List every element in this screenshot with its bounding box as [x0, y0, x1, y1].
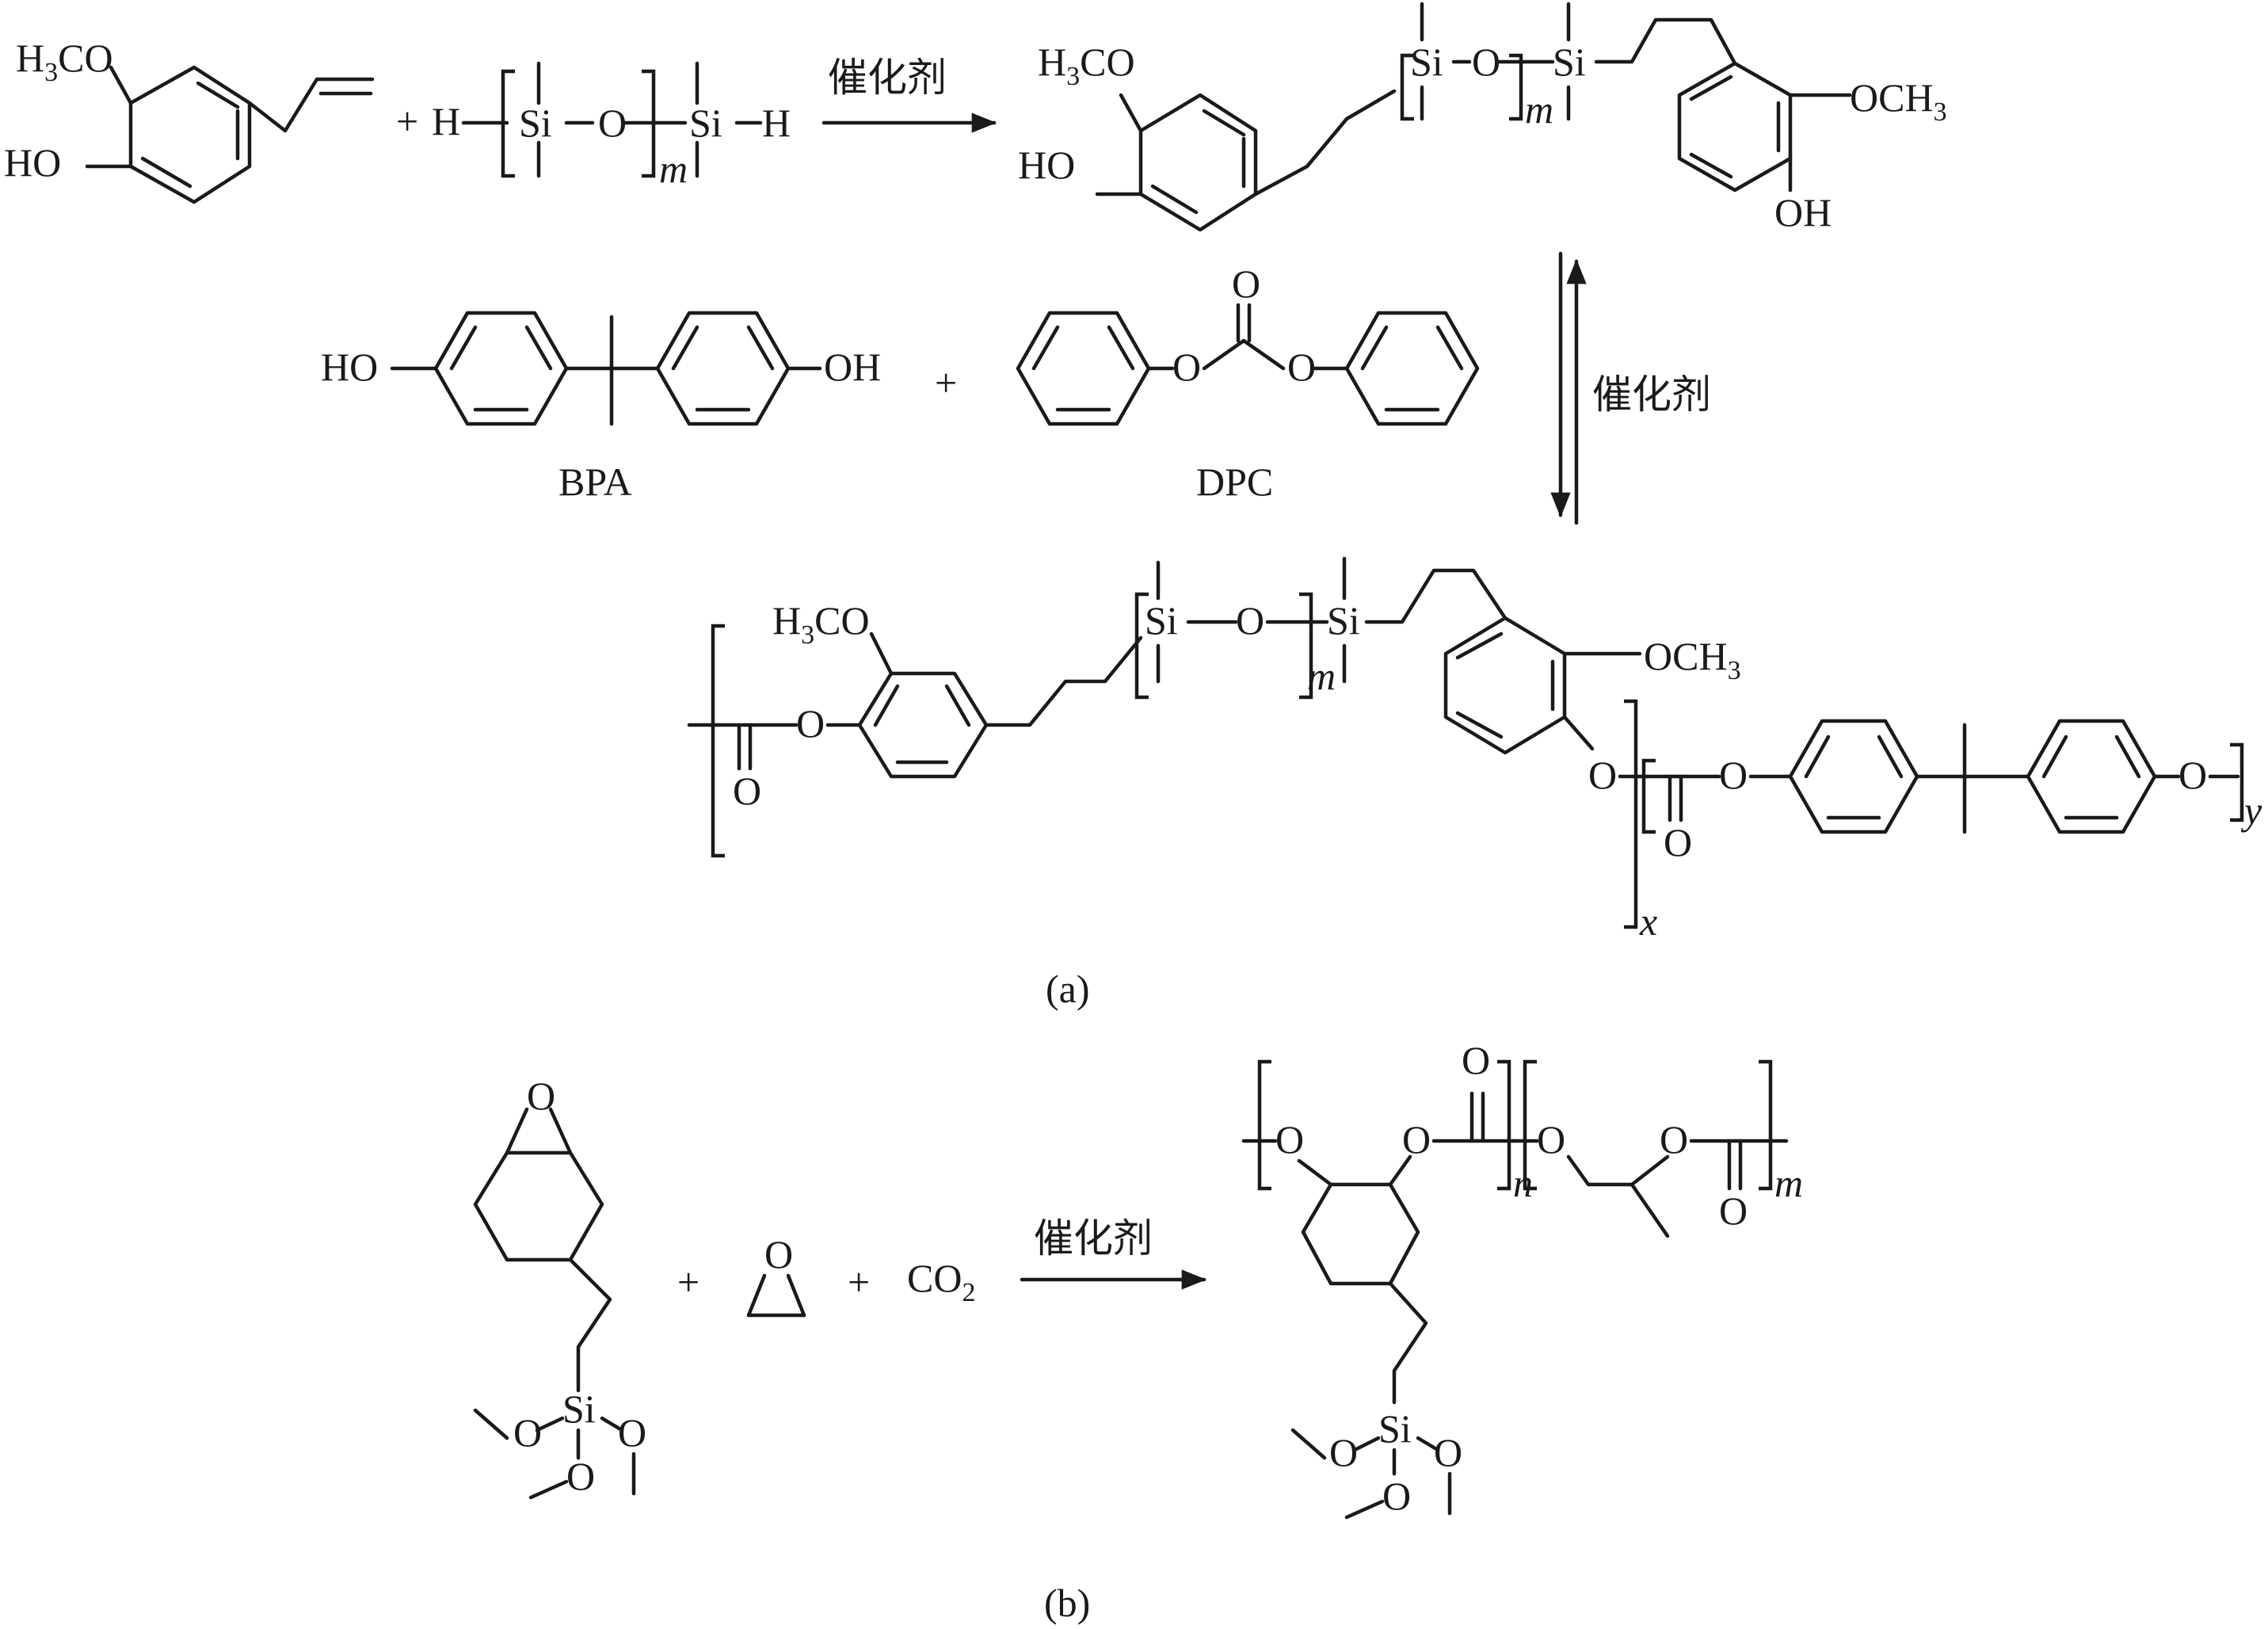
oxygen-label: O — [1588, 753, 1617, 797]
plus-sign: + — [677, 1260, 699, 1304]
oxygen-label: O — [618, 1410, 646, 1455]
plus-sign: + — [935, 361, 957, 405]
hydroxy-label: OH — [1774, 190, 1832, 235]
plus-sign: + — [848, 1260, 870, 1304]
eugenol-molecule: H3CO HO — [4, 36, 375, 204]
oxygen-label: O — [1172, 345, 1201, 389]
polycondensation-arrows: 催化剂 — [1550, 251, 1711, 525]
hydroxy-label: HO — [4, 140, 61, 185]
carbon-dioxide-label: CO2 — [907, 1256, 975, 1307]
oxygen-label: O — [1660, 1117, 1688, 1162]
si-label: Si — [1553, 40, 1586, 84]
oxygen-label: O — [598, 101, 627, 145]
oxygen-label: O — [733, 769, 761, 813]
siloxane-reagent: + H Si O m Si H — [396, 61, 791, 191]
methoxy-label: H3CO — [16, 36, 113, 87]
bpa-molecule: HO OH BPA — [321, 311, 881, 504]
oxygen-label: O — [1434, 1430, 1462, 1474]
oxygen-label: O — [1232, 261, 1260, 306]
hydrogen-label: H — [432, 99, 460, 143]
methoxy-label: OCH3 — [1644, 634, 1741, 685]
oxygen-label: O — [566, 1454, 595, 1498]
oxygen-label: O — [2178, 753, 2207, 797]
si-label: Si — [562, 1387, 596, 1431]
repeat-n-label: n — [1513, 1161, 1533, 1205]
methoxy-label: H3CO — [772, 598, 870, 650]
si-label: Si — [1145, 598, 1178, 643]
methoxy-label: H3CO — [1038, 40, 1135, 91]
repeat-y-label: y — [2240, 788, 2262, 833]
oxygen-label: O — [1664, 820, 1692, 864]
oxygen-label: O — [513, 1410, 542, 1455]
bpa-label: BPA — [558, 460, 632, 504]
silane-polycarbonate-product: O O O n O O O m Si O O O — [1241, 1038, 1803, 1520]
plus-sign: + — [396, 99, 418, 143]
hydrogen-label: H — [762, 101, 791, 145]
methoxy-label: OCH3 — [1850, 75, 1947, 127]
panel-label-a: (a) — [1046, 967, 1090, 1011]
hydrosilylation-arrow: 催化剂 — [821, 55, 997, 133]
repeat-m-label: m — [1525, 87, 1553, 132]
polycarbonate-siloxane-copolymer: O O H3CO Si O m Si OCH3 O x — [687, 556, 2262, 944]
si-label: Si — [1410, 40, 1443, 84]
si-label: Si — [1327, 598, 1360, 643]
oxygen-label: O — [1719, 1188, 1748, 1233]
panel-label-b: (b) — [1044, 1581, 1090, 1625]
si-label: Si — [689, 101, 722, 145]
si-label: Si — [519, 101, 552, 145]
oxygen-label: O — [1236, 598, 1264, 643]
hydroxy-label: OH — [824, 345, 881, 389]
bis-eugenol-siloxane-product: H3CO HO Si O m Si OCH3 OH — [1018, 2, 1947, 235]
dpc-label: DPC — [1196, 460, 1273, 504]
oxygen-label: O — [1402, 1117, 1431, 1162]
repeat-m-label: m — [1774, 1161, 1803, 1205]
propylene-oxide: O — [746, 1232, 806, 1318]
oxygen-label: O — [796, 701, 825, 746]
oxygen-label: O — [1287, 345, 1316, 389]
si-label: Si — [1378, 1406, 1412, 1451]
oxygen-label: O — [1472, 40, 1500, 84]
catalyst-label: 催化剂 — [1034, 1215, 1153, 1261]
oxygen-label: O — [764, 1232, 793, 1276]
oxygen-label: O — [1537, 1117, 1565, 1162]
repeat-m-label: m — [1307, 654, 1336, 698]
copolymerization-arrow: 催化剂 — [1020, 1215, 1207, 1290]
dpc-molecule: O O O DPC — [1016, 261, 1480, 504]
oxygen-label: O — [1719, 753, 1748, 797]
catalyst-label: 催化剂 — [828, 55, 947, 101]
catalyst-label: 催化剂 — [1592, 372, 1711, 418]
oxygen-label: O — [1382, 1474, 1411, 1518]
hydroxy-label: HO — [321, 345, 378, 389]
epoxycyclohexyl-silane-monomer: O Si O O O — [473, 1074, 646, 1500]
repeat-m-label: m — [659, 147, 688, 191]
oxygen-label: O — [1329, 1430, 1358, 1474]
oxygen-label: O — [1275, 1117, 1304, 1162]
repeat-x-label: x — [1639, 899, 1657, 944]
hydroxy-label: HO — [1018, 143, 1075, 187]
oxygen-label: O — [1462, 1038, 1490, 1082]
